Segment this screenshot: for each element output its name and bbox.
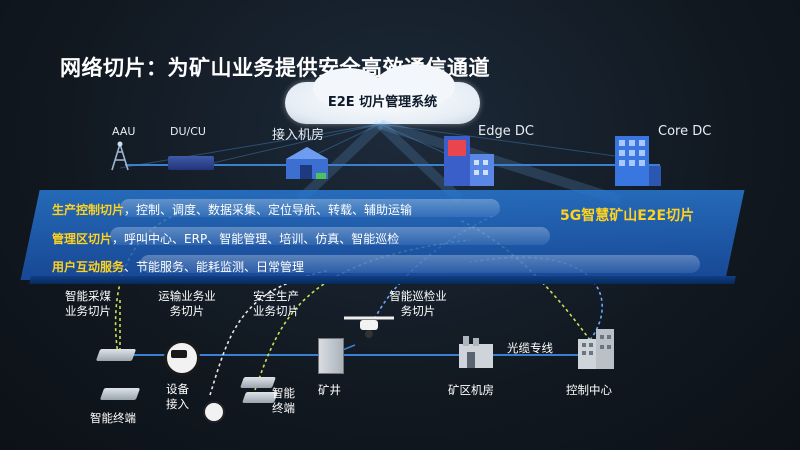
safety-slice-label: 安全生产 业务切片 bbox=[240, 289, 312, 319]
slice-items: 呼叫中心、ERP、智能管理、培训、仿真、智能巡检 bbox=[124, 232, 400, 246]
management-cloud[interactable] bbox=[285, 64, 480, 124]
slice-separator: ， bbox=[124, 203, 137, 217]
label-line: 设备 bbox=[166, 382, 189, 396]
core-dc-building-icon bbox=[605, 132, 665, 194]
slice-row-management[interactable]: 管理区切片，呼叫中心、ERP、智能管理、培训、仿真、智能巡检 bbox=[52, 230, 399, 247]
slice-name: 生产控制切片 bbox=[52, 203, 125, 217]
slice-platform-edge bbox=[29, 276, 736, 284]
antenna-icon bbox=[106, 140, 134, 176]
label-line: 安全生产 bbox=[253, 289, 299, 303]
aau-label: AAU bbox=[112, 125, 136, 138]
coal-slice-label: 智能采煤 业务切片 bbox=[52, 289, 124, 319]
slice-name: 用户互动服务 bbox=[52, 260, 125, 274]
mine-shaft-label: 矿井 bbox=[318, 383, 341, 397]
drone-icon bbox=[340, 312, 398, 346]
slice-separator: ， bbox=[112, 232, 125, 246]
label-line: 运输业务业 bbox=[158, 289, 216, 303]
control-center-label: 控制中心 bbox=[566, 383, 612, 397]
label-line: 接入 bbox=[166, 397, 189, 411]
slice-platform-title: 5G智慧矿山E2E切片 bbox=[560, 208, 695, 224]
du-cu-label: DU/CU bbox=[170, 125, 206, 138]
transport-slice-label: 运输业务业 务切片 bbox=[148, 289, 226, 319]
slice-items: 节能服务、能耗监测、日常管理 bbox=[136, 260, 305, 274]
du-cu-device-icon bbox=[168, 156, 214, 170]
label-line: 智能巡检业 bbox=[389, 289, 447, 303]
label-line: 业务切片 bbox=[65, 304, 111, 318]
access-room-label: 接入机房 bbox=[272, 128, 325, 143]
label-line: 智能 bbox=[272, 386, 295, 400]
label-line: 务切片 bbox=[169, 304, 205, 318]
slice-row-user[interactable]: 用户互动服务、节能服务、能耗监测、日常管理 bbox=[52, 258, 304, 275]
sensor-icon bbox=[203, 401, 225, 423]
label-line: 终端 bbox=[272, 401, 295, 415]
slice-name: 管理区切片 bbox=[52, 232, 113, 246]
fiber-label: 光缆专线 bbox=[507, 341, 553, 355]
label-line: 智能采煤 bbox=[65, 289, 111, 303]
control-center-building-icon bbox=[574, 325, 618, 375]
terminal-device-icon bbox=[239, 377, 277, 388]
slice-band-management bbox=[110, 227, 550, 245]
label-line: 业务切片 bbox=[253, 304, 299, 318]
terminal-device-icon bbox=[95, 349, 137, 361]
mine-room-label: 矿区机房 bbox=[448, 383, 494, 397]
mine-shaft-icon bbox=[318, 338, 344, 374]
cloud-label: E2E 切片管理系统 bbox=[327, 95, 438, 110]
inspection-slice-label: 智能巡检业 务切片 bbox=[378, 289, 458, 319]
slice-band-user bbox=[140, 255, 700, 273]
label-line: 务切片 bbox=[400, 304, 436, 318]
terminal-device-icon bbox=[99, 388, 141, 400]
device-access-label: 设备 接入 bbox=[166, 382, 189, 412]
terminal-mid-label: 智能 终端 bbox=[272, 386, 295, 416]
edge-dc-label: Edge DC bbox=[478, 124, 534, 139]
slice-separator: 、 bbox=[124, 260, 137, 274]
slice-row-production[interactable]: 生产控制切片，控制、调度、数据采集、定位导航、转载、辅助运输 bbox=[52, 201, 412, 218]
slice-items: 控制、调度、数据采集、定位导航、转载、辅助运输 bbox=[136, 203, 413, 217]
slice-band-production bbox=[120, 199, 500, 217]
core-dc-label: Core DC bbox=[658, 124, 712, 139]
mine-room-building-icon bbox=[455, 334, 499, 374]
terminal-left-label: 智能终端 bbox=[90, 411, 136, 425]
device-access-icon-detail bbox=[171, 350, 187, 358]
device-access-icon bbox=[164, 340, 200, 376]
edge-dc-building-icon bbox=[440, 130, 500, 194]
access-room-building-icon bbox=[282, 143, 332, 187]
